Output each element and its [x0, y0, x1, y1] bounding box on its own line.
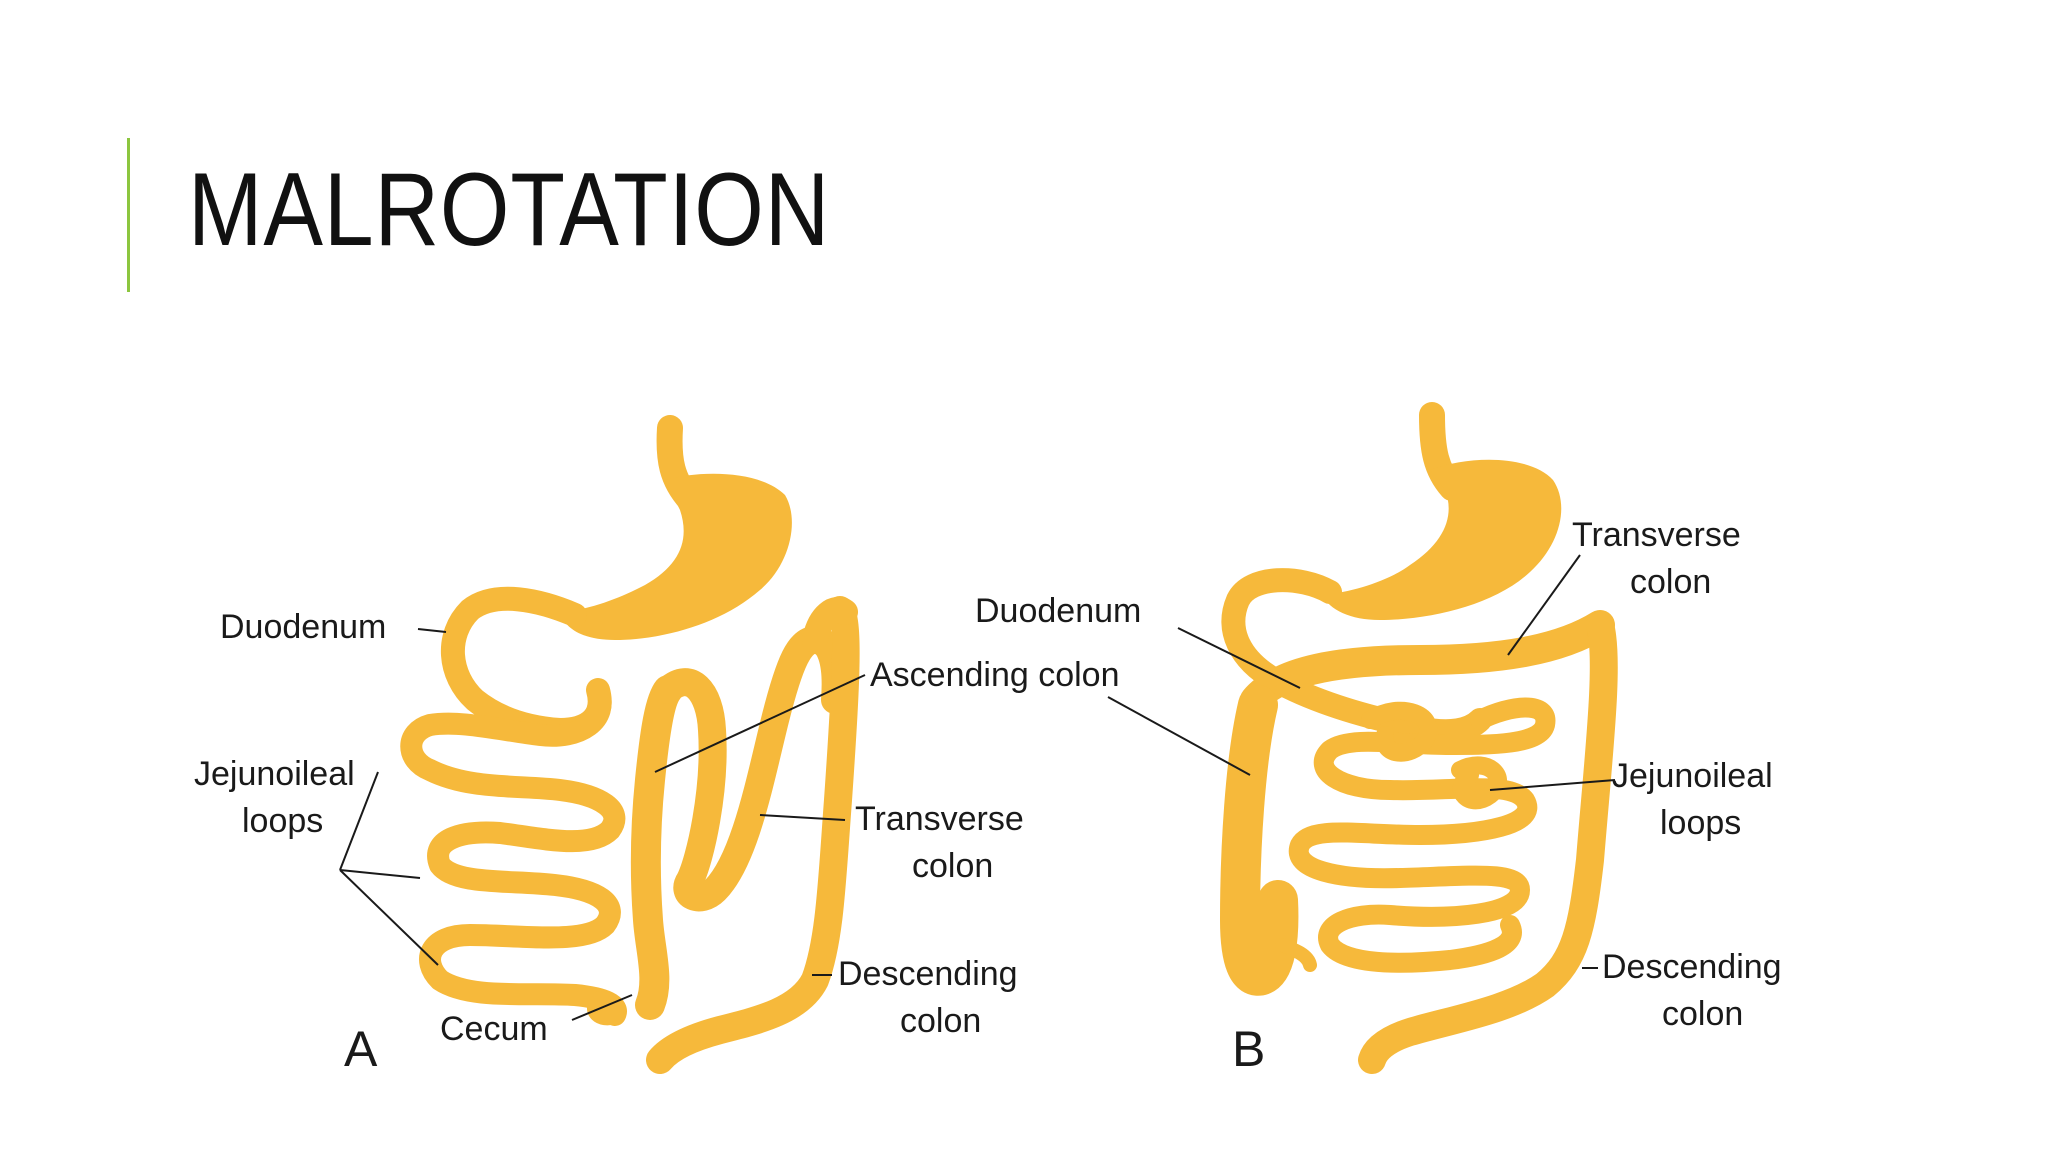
panel-b-transverse-leader	[1507, 554, 1581, 656]
panel-a-transverse-colon	[654, 626, 850, 912]
panel-a-descending-top	[802, 596, 858, 653]
panel-a-stomach	[560, 473, 792, 640]
panel-b-label-transverse-2: colon	[1630, 563, 1711, 601]
panel-a-label-duodenum: Duodenum	[220, 608, 386, 646]
panel-b-leader-lines	[1107, 554, 1616, 969]
panel-a-transverse-leader	[759, 814, 846, 821]
panel-a-label-transverse-2: colon	[912, 847, 993, 885]
panel-a-label-ascending-colon: Ascending colon	[870, 656, 1120, 694]
panel-b-label-duodenum: Duodenum	[975, 592, 1141, 630]
panel-a-label-descending-1: Descending	[838, 955, 1018, 993]
panel-a-label-jejunoileal-2: loops	[242, 802, 323, 840]
panel-a-jejunoileal-leader-1	[339, 771, 379, 871]
panel-a-descending-colon	[646, 596, 860, 1074]
panel-b-jejunoileal-leader	[1489, 779, 1616, 791]
panel-b-descending-colon	[1358, 611, 1618, 1074]
panel-a-letter: A	[344, 1021, 378, 1077]
panel-a-jejunoileal-leader-2	[339, 869, 421, 879]
panel-b-label-transverse-1: Transverse	[1572, 516, 1741, 554]
panel-a-jejunoileal-loops	[400, 679, 627, 1026]
panel-b-letter: B	[1232, 1021, 1265, 1077]
panel-a-ileum-end	[587, 991, 624, 1026]
panel-a-label-descending-2: colon	[900, 1002, 981, 1040]
panel-b-label-descending-1: Descending	[1602, 948, 1782, 986]
panel-a-label-jejunoileal-1: Jejunoileal	[194, 755, 355, 793]
panel-a-duodenum-leader	[417, 628, 447, 633]
panel-a-ascending-leader	[654, 674, 866, 773]
panel-b-stomach	[1322, 459, 1562, 620]
panel-b-jejunoileal-knots	[1361, 701, 1507, 810]
panel-a-label-transverse-1: Transverse	[855, 800, 1024, 838]
title-accent-bar	[127, 138, 130, 292]
panel-b-transverse-colon	[1240, 610, 1615, 715]
panel-a-leader-lines	[339, 628, 866, 1021]
panel-b-ascending-colon	[1220, 685, 1299, 996]
panel-a-ascending-colon	[630, 675, 683, 1020]
panel-b-duodenum-leader	[1177, 627, 1301, 689]
panel-a-jejunoileal-leader-3	[339, 869, 439, 966]
panel-a-illustration	[400, 415, 860, 1074]
panel-b-appendix	[1275, 938, 1317, 972]
panel-b-illustration	[1220, 402, 1618, 1074]
panel-a-duodenum	[440, 586, 612, 742]
panel-b-label-descending-2: colon	[1662, 995, 1743, 1033]
panel-a-label-cecum: Cecum	[440, 1010, 548, 1048]
panel-a-cecum-leader	[571, 994, 633, 1021]
panel-b-label-jejunoileal-1: Jejunoileal	[1612, 757, 1773, 795]
slide-title: MALROTATION	[188, 152, 831, 268]
panel-b-ascending-leader	[1107, 696, 1251, 776]
panel-b-label-jejunoileal-2: loops	[1660, 804, 1741, 842]
